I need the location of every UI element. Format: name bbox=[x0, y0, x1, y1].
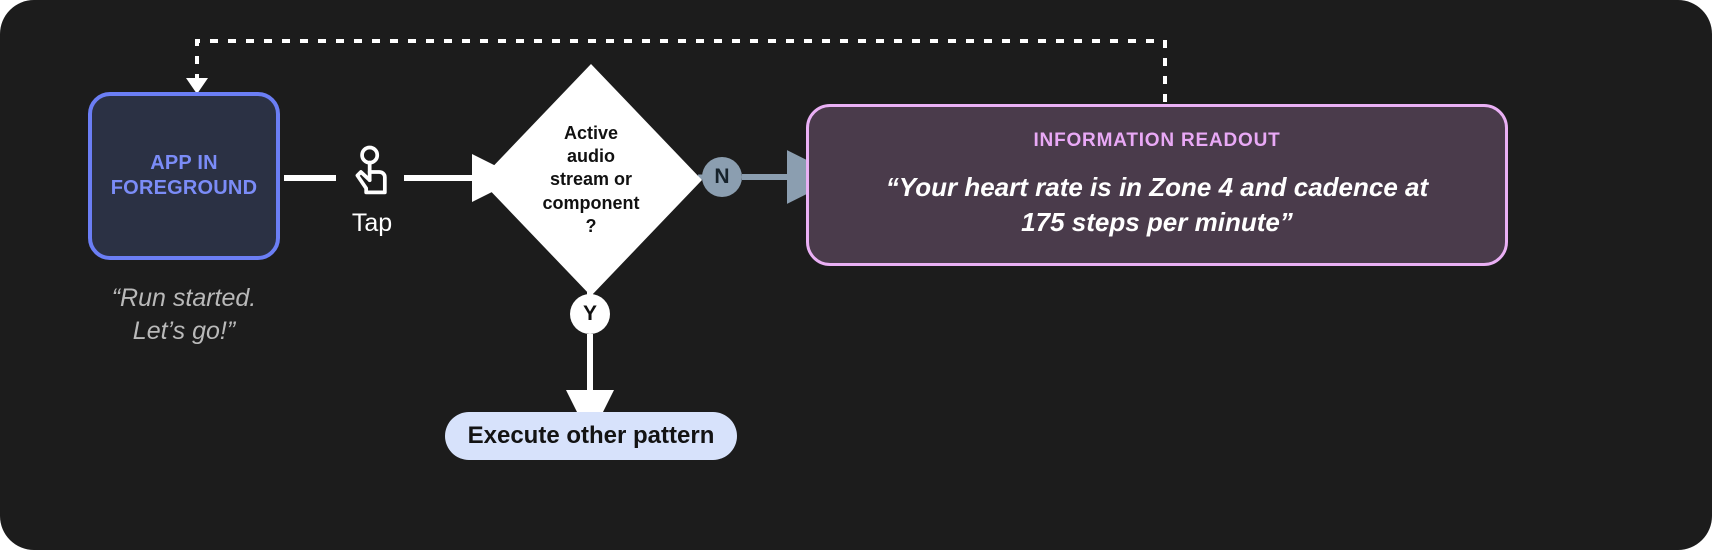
tap-gesture-group: Tap bbox=[336, 144, 408, 238]
decision-diamond[interactable]: Active audio stream or component ? bbox=[480, 64, 702, 296]
branch-badge-yes: Y bbox=[570, 294, 610, 334]
readout-body: “Your heart rate is in Zone 4 and cadenc… bbox=[860, 170, 1454, 240]
decision-line2: audio bbox=[567, 146, 615, 167]
tap-label: Tap bbox=[351, 209, 393, 237]
decision-diamond-text: Active audio stream or component ? bbox=[480, 64, 702, 296]
app-caption-line1: “Run started. bbox=[111, 284, 257, 312]
execute-other-pattern-pill[interactable]: Execute other pattern bbox=[445, 412, 737, 460]
information-readout-panel[interactable]: INFORMATION READOUT “Your heart rate is … bbox=[806, 104, 1508, 266]
execute-pill-label: Execute other pattern bbox=[467, 422, 715, 449]
tap-hand-icon bbox=[344, 145, 400, 204]
decision-line5: ? bbox=[585, 215, 597, 236]
branch-badge-no: N bbox=[702, 157, 742, 197]
app-card-label: APP IN FOREGROUND bbox=[111, 151, 257, 201]
app-card-label-line1: APP IN bbox=[150, 152, 218, 174]
app-caption-line2: Let’s go!” bbox=[132, 316, 236, 345]
app-card-caption: “Run started. Let’s go!” bbox=[62, 282, 306, 347]
decision-line3: stream or bbox=[549, 169, 633, 190]
app-card-label-line2: FOREGROUND bbox=[110, 177, 258, 199]
readout-title: INFORMATION READOUT bbox=[1033, 130, 1281, 152]
decision-line1: Active bbox=[563, 123, 619, 144]
decision-line4: component bbox=[542, 192, 640, 213]
readout-body-line2: 175 steps per minute” bbox=[1021, 207, 1293, 237]
app-in-foreground-card[interactable]: APP IN FOREGROUND bbox=[88, 92, 280, 260]
readout-body-line1: “Your heart rate is in Zone 4 and cadenc… bbox=[885, 172, 1429, 203]
